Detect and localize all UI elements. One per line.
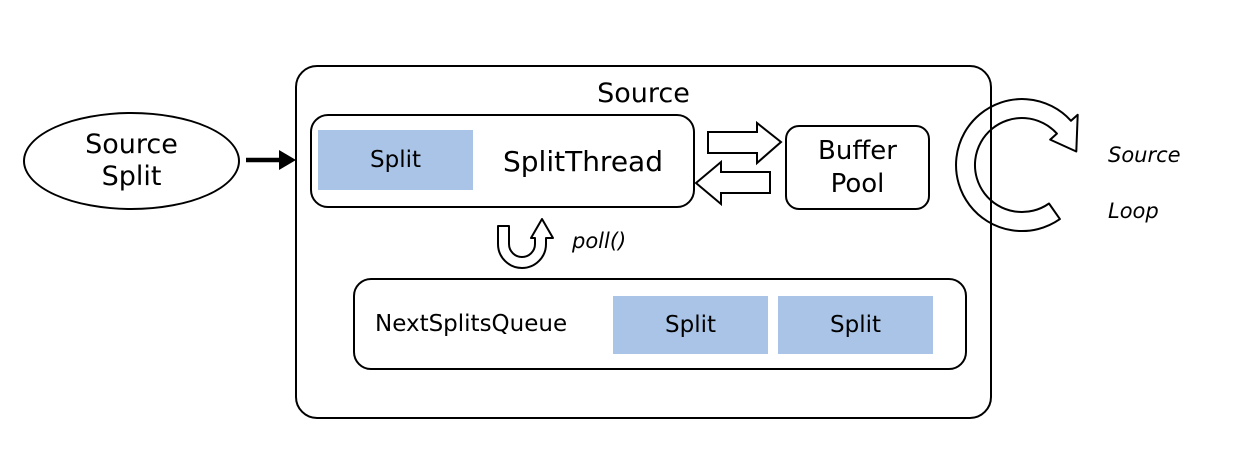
poll-label: poll() bbox=[572, 229, 627, 253]
source-loop-label-line1: Source bbox=[1108, 143, 1181, 167]
source-loop-label: Source Loop bbox=[1108, 141, 1181, 225]
next-splits-queue-label: NextSplitsQueue bbox=[375, 311, 568, 337]
source-split-node: Source Split bbox=[23, 112, 240, 210]
queued-split-chip: Split bbox=[613, 296, 768, 354]
source-loop-circular-arrow-icon bbox=[955, 98, 1079, 233]
split-chip: Split bbox=[318, 130, 473, 190]
buffer-pool-box: Buffer Pool bbox=[785, 125, 930, 210]
exchange-arrows-icon bbox=[694, 120, 783, 207]
queued-split-chip: Split bbox=[778, 296, 933, 354]
queued-split-chip-label: Split bbox=[665, 312, 716, 338]
buffer-pool-label-line2: Pool bbox=[830, 168, 885, 199]
source-container-title: Source bbox=[597, 78, 690, 109]
split-chip-label: Split bbox=[370, 147, 421, 173]
source-container-box bbox=[295, 65, 992, 419]
source-split-label-line2: Split bbox=[101, 161, 162, 192]
flow-right-arrow-icon bbox=[246, 150, 296, 170]
buffer-pool-label-line1: Buffer bbox=[818, 136, 897, 166]
source-split-label-line1: Source bbox=[85, 128, 178, 160]
poll-uturn-arrow-icon bbox=[497, 218, 554, 269]
split-thread-label: SplitThread bbox=[503, 144, 663, 178]
queued-split-chip-label: Split bbox=[830, 312, 881, 338]
source-loop-label-line2: Loop bbox=[1108, 199, 1159, 223]
next-splits-queue-box: NextSplitsQueue Split Split bbox=[353, 278, 967, 370]
split-thread-box: Split SplitThread bbox=[310, 114, 695, 208]
